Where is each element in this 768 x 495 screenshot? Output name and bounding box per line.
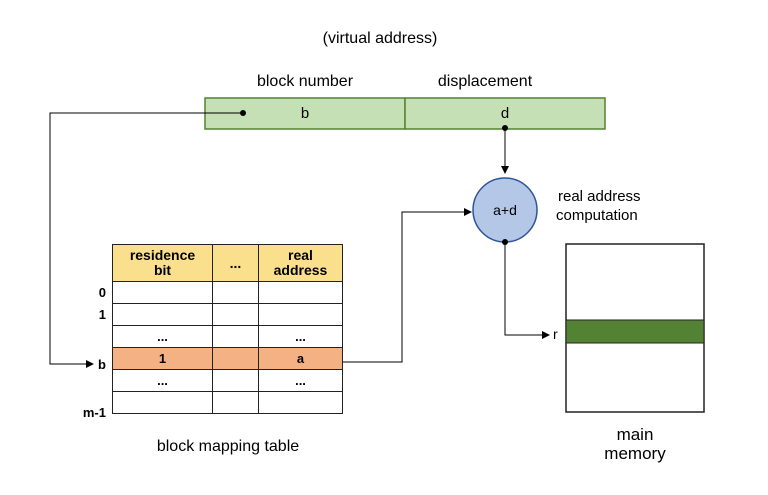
table-cell	[112, 391, 213, 414]
main-memory-label-line2: memory	[604, 444, 666, 463]
table-row-label: 0	[98, 285, 106, 300]
memory-marker: r	[553, 326, 558, 342]
virtual-address-label: (virtual address)	[322, 30, 438, 47]
real-address-value: a	[258, 347, 343, 370]
memory-address-arrow	[504, 242, 550, 339]
table-row-label: b	[98, 357, 106, 372]
table-title: block mapping table	[156, 438, 300, 455]
table-row-highlighted: 1 a	[112, 347, 343, 370]
table-cell	[112, 281, 213, 304]
table-row-label: m-1	[82, 405, 106, 420]
block-field-value: b	[300, 105, 310, 122]
table-cell: ...	[112, 369, 213, 392]
table-row-label: 1	[98, 307, 106, 322]
table-cell	[112, 303, 213, 326]
residence-bit-value: 1	[112, 347, 213, 370]
adder-label: a+d	[493, 202, 517, 218]
table-cell	[212, 347, 259, 370]
table-cell	[258, 391, 343, 414]
computation-label-line1: real address	[558, 188, 641, 205]
table-cell	[212, 281, 259, 304]
computation-label-line2: computation	[556, 207, 638, 224]
table-cell	[258, 281, 343, 304]
table-cell: ...	[258, 369, 343, 392]
displacement-label: displacement	[437, 73, 533, 90]
main-memory-label-line1: main	[616, 425, 654, 444]
table-cell	[212, 303, 259, 326]
displacement-field-value: d	[500, 105, 510, 122]
table-row: ... ...	[112, 325, 343, 348]
table-cell	[212, 325, 259, 348]
table-row	[112, 391, 343, 414]
table-cell: ...	[112, 325, 213, 348]
main-memory-block	[565, 319, 705, 344]
displacement-field	[404, 97, 606, 130]
table-row	[112, 281, 343, 304]
table-row	[112, 303, 343, 326]
block-number-arrow	[49, 112, 243, 368]
table-cell	[212, 391, 259, 414]
table-cell: ...	[258, 325, 343, 348]
table-row: ... ...	[112, 369, 343, 392]
table-header-cell: ...	[212, 244, 259, 282]
real-address-arrow	[343, 208, 472, 363]
table-cell	[258, 303, 343, 326]
table-cell	[212, 369, 259, 392]
block-number-label: block number	[256, 73, 354, 90]
